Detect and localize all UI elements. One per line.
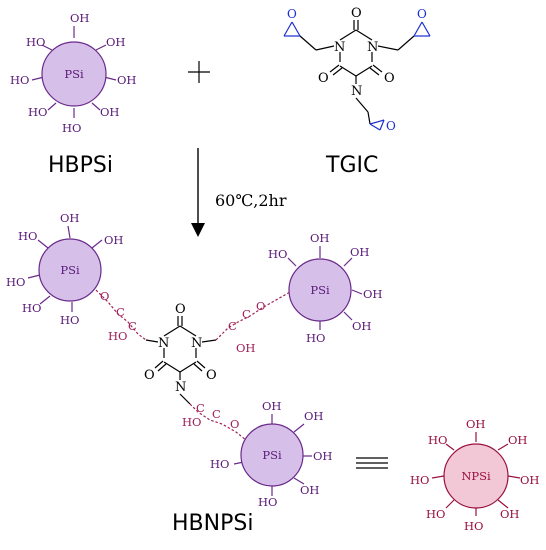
ho-label: HO	[428, 433, 447, 447]
psi-label: PSi	[64, 67, 84, 81]
ring-nitrogen: N	[351, 84, 362, 99]
linker-carbon: C	[196, 401, 205, 415]
hbpsi-particle: PSi OH HO OH HO OH HO OH HO	[10, 11, 136, 135]
carbonyl-oxygen: O	[206, 368, 217, 383]
tgic-molecule: O N N N O O O O O	[283, 6, 431, 133]
product-psi-bottom: PSi OH OH OH HO OH HO	[210, 399, 332, 509]
linker-oxygen: O	[100, 289, 109, 303]
oh-label: OH	[262, 399, 281, 413]
linker-hydroxyl: OH	[236, 341, 255, 355]
ring-nitrogen: N	[158, 336, 169, 351]
ho-label: HO	[426, 507, 445, 521]
linker-hydroxyl: HO	[182, 415, 201, 429]
oh-label: OH	[104, 233, 123, 247]
ho-label: HO	[410, 473, 429, 487]
epoxide-oxygen: O	[386, 119, 396, 133]
linker-hydroxyl: HO	[108, 329, 127, 343]
reaction-condition: 60℃,2hr	[215, 191, 287, 210]
psi-core	[288, 258, 352, 322]
isocyanurate-core: O N N N O O	[144, 302, 217, 405]
ho-label: HO	[22, 301, 41, 315]
npsi-core	[443, 443, 509, 509]
linker-oxygen: O	[230, 417, 239, 431]
ho-label: HO	[464, 519, 483, 533]
psi-label: PSi	[60, 263, 80, 277]
hbnpsi-name: HBNPSi	[172, 511, 253, 536]
oh-label: OH	[106, 35, 125, 49]
ring-nitrogen: N	[367, 40, 378, 55]
oh-label: OH	[313, 449, 332, 463]
ho-label: HO	[210, 457, 229, 471]
ho-label: HO	[10, 73, 29, 87]
ho-label: HO	[28, 105, 47, 119]
plus-sign-icon	[188, 61, 210, 83]
oh-label: OH	[500, 507, 519, 521]
ring-nitrogen: N	[175, 380, 186, 395]
linker-carbon: C	[228, 319, 237, 333]
oh-label: OH	[117, 73, 136, 87]
oh-label: OH	[520, 473, 539, 487]
carbonyl-oxygen: O	[384, 71, 395, 86]
npsi-particle: NPSi OH HO OH HO OH HO OH HO	[410, 417, 539, 533]
linker-carbon: C	[116, 305, 125, 319]
linker-carbon: C	[128, 319, 137, 333]
oh-label: OH	[352, 319, 371, 333]
psi-core	[41, 41, 107, 107]
oh-label: OH	[466, 417, 485, 431]
oh-label: OH	[70, 11, 89, 25]
product-psi-right: PSi OH HO OH OH OH HO	[268, 231, 382, 345]
carbonyl-oxygen: O	[175, 302, 186, 317]
ho-label: HO	[306, 331, 325, 345]
ho-label: HO	[6, 275, 25, 289]
psi-label: PSi	[310, 283, 330, 297]
linker-oxygen: O	[256, 299, 265, 313]
ho-label: HO	[18, 229, 37, 243]
npsi-label: NPSi	[461, 469, 491, 483]
ho-label: HO	[268, 247, 287, 261]
psi-core	[38, 238, 102, 302]
oh-label: OH	[310, 231, 329, 245]
product-psi-left: PSi OH HO OH HO HO HO	[6, 211, 123, 327]
ring-nitrogen: N	[191, 336, 202, 351]
oh-label: OH	[60, 211, 79, 225]
ho-label: HO	[60, 313, 79, 327]
oh-label: OH	[304, 409, 323, 423]
oh-label: OH	[100, 105, 119, 119]
linker-carbon: C	[242, 307, 251, 321]
carbonyl-oxygen: O	[144, 368, 155, 383]
linker-bottom: C C O HO	[182, 401, 247, 441]
oh-label: OH	[300, 483, 319, 497]
ho-label: HO	[26, 35, 45, 49]
carbonyl-oxygen: O	[318, 71, 329, 86]
ring-nitrogen: N	[334, 40, 345, 55]
linker-left: O C C HO	[95, 289, 147, 343]
psi-label: PSi	[262, 448, 282, 462]
psi-core	[240, 423, 304, 487]
carbonyl-oxygen: O	[351, 6, 362, 21]
hbpsi-name: HBPSi	[48, 153, 113, 178]
oh-label: OH	[363, 287, 382, 301]
oh-label: OH	[508, 433, 527, 447]
oh-label: OH	[350, 245, 369, 259]
ho-label: HO	[258, 495, 277, 509]
tgic-name: TGIC	[325, 153, 378, 178]
equivalence-icon	[356, 457, 388, 469]
linker-right: C C O OH	[215, 291, 291, 355]
epoxide-oxygen: O	[417, 7, 427, 21]
ho-label: HO	[62, 121, 81, 135]
epoxide-oxygen: O	[287, 7, 297, 21]
linker-carbon: C	[212, 407, 221, 421]
